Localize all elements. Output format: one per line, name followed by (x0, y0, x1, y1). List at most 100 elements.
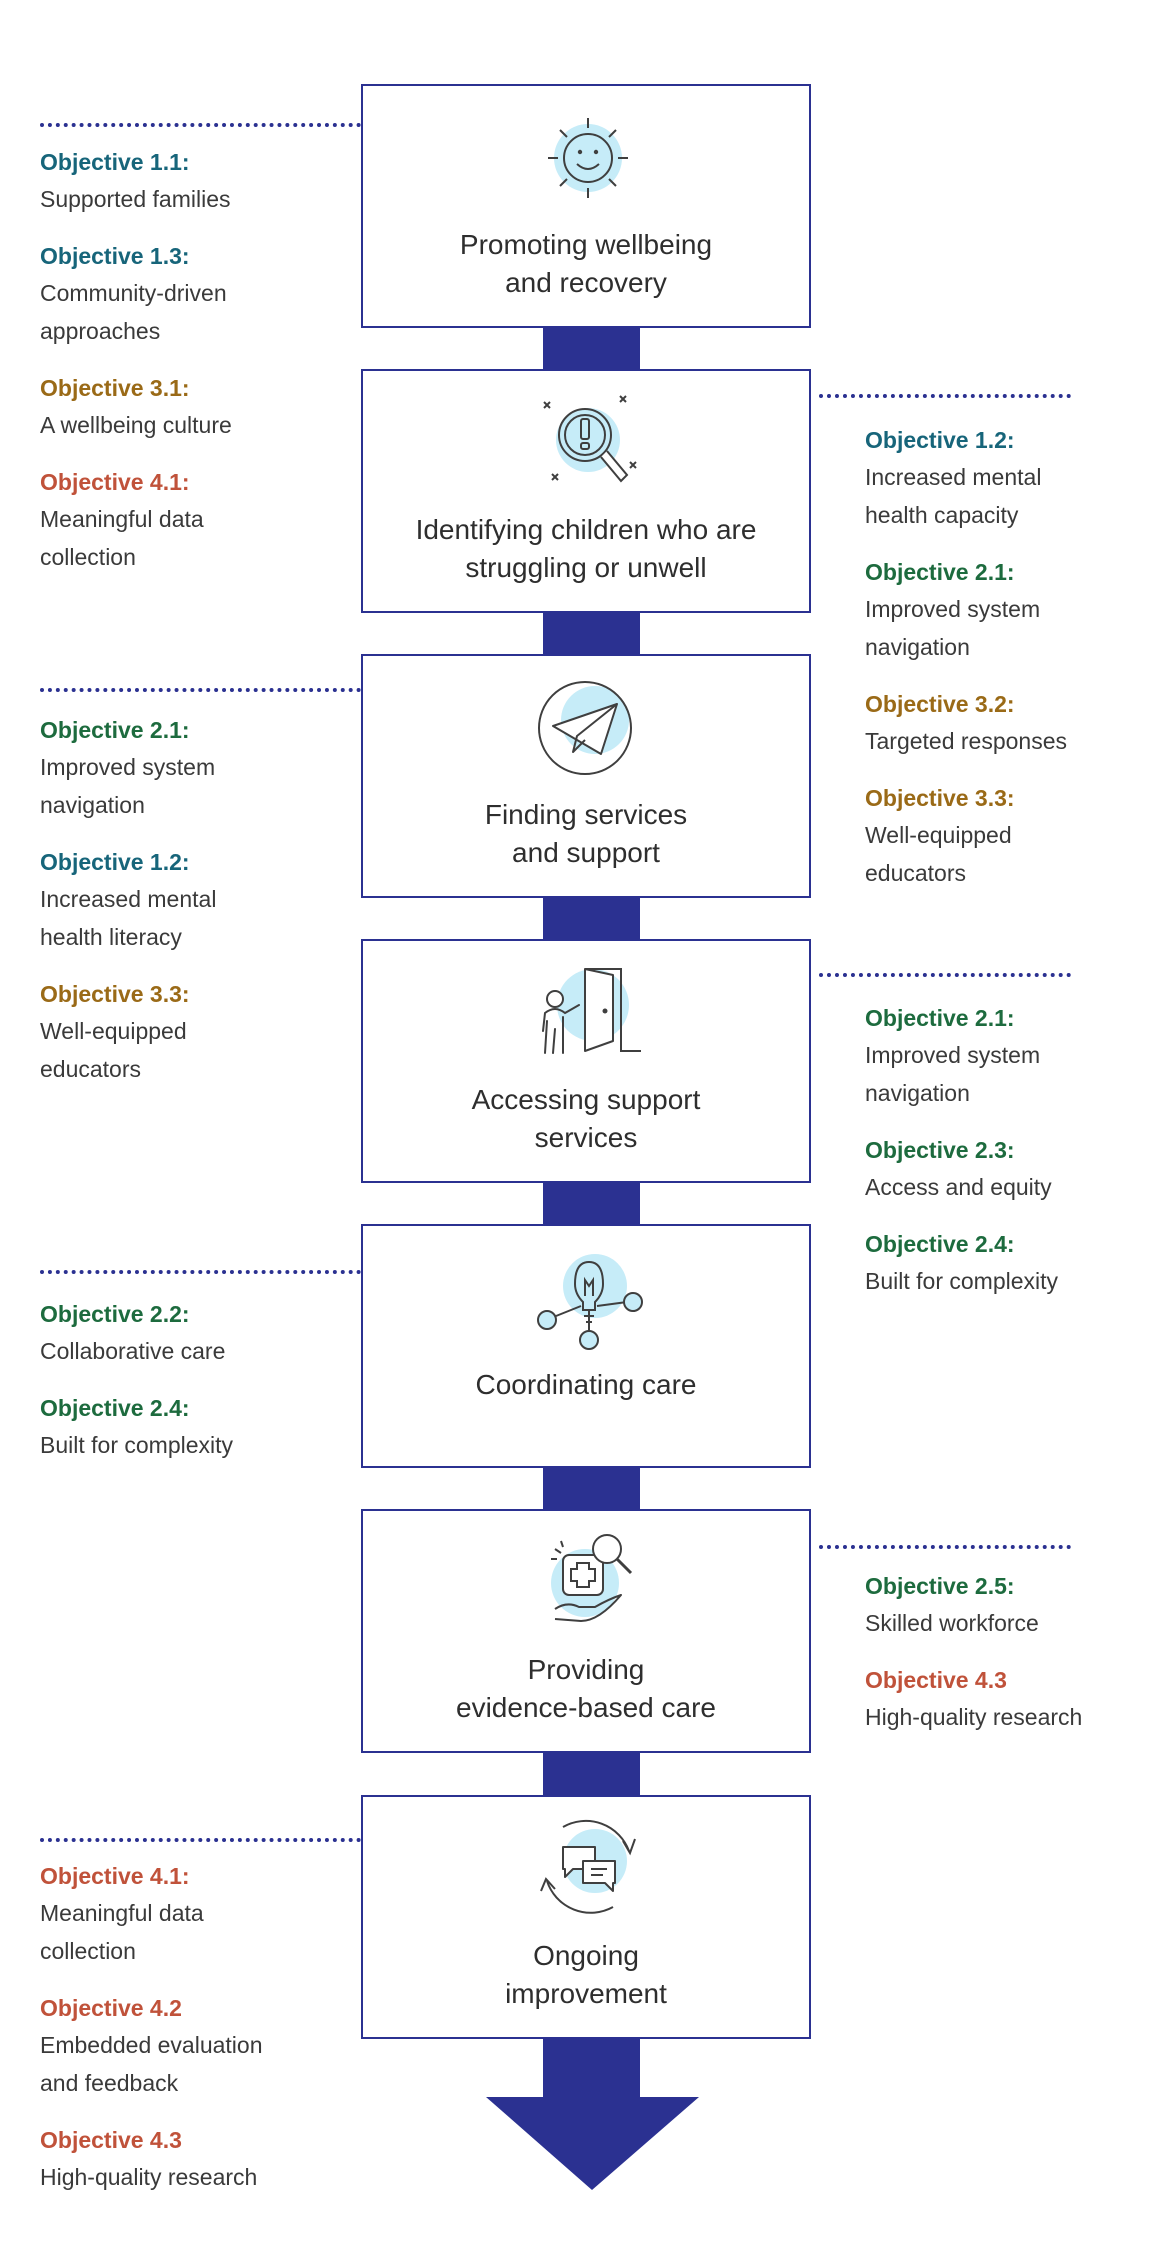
objective-item: Objective 4.1:Meaningful data collection (40, 464, 232, 576)
objective-colon: : (1006, 785, 1015, 811)
stage-title: Promoting wellbeing and recovery (459, 229, 713, 298)
objective-heading: Objective 3.1: (40, 370, 232, 406)
objective-label: Objective 3.3 (865, 785, 1007, 811)
objective-heading: Objective 3.3: (865, 780, 1067, 816)
objective-colon: : (181, 981, 190, 1007)
objective-item: Objective 1.3: Community-driven approache… (40, 238, 232, 350)
stage-title: Coordinating care (475, 1369, 697, 1400)
objective-heading: Objective 4.1: (40, 1858, 263, 1894)
objective-description: High-quality research (865, 1704, 1083, 1730)
objective-label: Objective 4.3 (865, 1667, 1007, 1693)
objective-description: Embedded evaluation and feedback (40, 2032, 263, 2096)
objective-colon: : (181, 243, 190, 269)
objective-description: Targeted responses (865, 728, 1068, 754)
objective-description: Meaningful data collection (40, 1900, 204, 1964)
objective-heading: Objective 1.1: (40, 144, 232, 180)
objective-heading: Objective 3.3: (40, 976, 216, 1012)
objective-item: Objective 2.1:Improved system navigation (865, 554, 1067, 666)
objective-heading: Objective 2.1: (40, 712, 216, 748)
dotted-connector (40, 1270, 361, 1274)
objective-item: Objective 2.1:Improved system navigation (865, 1000, 1058, 1112)
objective-description: Well-equipped educators (865, 822, 1012, 886)
stage-box: Ongoing improvement (361, 1795, 811, 2039)
objective-label: Objective 4.1 (40, 469, 182, 495)
objective-description: Increased mental health literacy (40, 886, 217, 950)
objective-label: Objective 2.1 (40, 717, 182, 743)
dotted-connector (40, 1838, 361, 1842)
objective-heading: Objective 2.2: (40, 1296, 233, 1332)
objective-colon: : (1006, 427, 1015, 453)
objective-item: Objective 2.1: Improved system navigation (40, 712, 216, 824)
dotted-connector (819, 394, 1071, 398)
objective-heading: Objective 2.1: (865, 1000, 1058, 1036)
objective-label: Objective 1.2 (40, 849, 182, 875)
objective-heading: Objective 2.4: (865, 1226, 1058, 1262)
objective-heading: Objective 1.3: (40, 238, 232, 274)
objective-item: Objective 2.4:Built for complexity (865, 1226, 1058, 1300)
objective-colon: : (181, 1301, 190, 1327)
objective-label: Objective 2.2 (40, 1301, 182, 1327)
objective-colon: : (181, 849, 190, 875)
objective-description: Access and equity (865, 1174, 1052, 1200)
stage-box: Identifying children who are struggling … (361, 369, 811, 613)
objective-description: Increased mental health capacity (865, 464, 1042, 528)
dotted-connector (40, 688, 361, 692)
objective-colon: : (181, 717, 190, 743)
stage-box: Accessing support services (361, 939, 811, 1183)
lightbulb-network-icon (533, 1240, 643, 1350)
objective-description: Skilled workforce (865, 1610, 1039, 1636)
objective-colon: : (181, 469, 190, 495)
magnifier-exclamation-icon (533, 385, 643, 495)
objective-item: Objective 1.2: Increased mental health li… (40, 844, 216, 956)
objective-heading: Objective 1.2: (865, 422, 1067, 458)
chat-cycle-icon (533, 1811, 643, 1921)
stage-box: Coordinating care (361, 1224, 811, 1468)
paper-plane-icon (533, 670, 643, 780)
objective-heading: Objective 1.2: (40, 844, 216, 880)
objective-colon: : (1006, 1231, 1015, 1257)
stage-title: Providing evidence-based care (456, 1654, 716, 1723)
objective-label: Objective 4.3 (40, 2127, 182, 2153)
objective-label: Objective 3.2 (865, 691, 1007, 717)
objective-label: Objective 3.1 (40, 375, 182, 401)
objective-item: Objective 3.2: Targeted responses (865, 686, 1067, 760)
objectives-list-right: Objective 1.2: Increased mental health ca… (865, 422, 1067, 912)
objective-description: Built for complexity (40, 1432, 234, 1458)
stage-title: Ongoing improvement (505, 1940, 667, 2009)
objectives-list-left: Objective 2.1: Improved system navigation… (40, 712, 216, 1108)
objective-colon: : (1006, 1005, 1015, 1031)
objective-label: Objective 2.4 (40, 1395, 182, 1421)
objective-colon: : (1006, 1137, 1015, 1163)
objective-item: Objective 3.3: Well-equipped educators (865, 780, 1067, 892)
objective-colon: : (181, 149, 190, 175)
objective-description: Collaborative care (40, 1338, 226, 1364)
objective-description: Well-equipped educators (40, 1018, 187, 1082)
objective-colon: : (181, 375, 190, 401)
objective-heading: Objective 4.2 (40, 1990, 263, 2026)
objective-heading: Objective 2.3: (865, 1132, 1058, 1168)
stage-title: Accessing support services (471, 1084, 701, 1153)
objective-label: Objective 2.5 (865, 1573, 1007, 1599)
objective-item: Objective 1.2: Increased mental health ca… (865, 422, 1067, 534)
objective-label: Objective 4.1 (40, 1863, 182, 1889)
objective-label: Objective 2.1 (865, 559, 1007, 585)
objective-label: Objective 1.2 (865, 427, 1007, 453)
objective-description: A wellbeing culture (40, 412, 232, 438)
objective-description: Community-driven approaches (40, 280, 227, 344)
objective-colon: : (1006, 691, 1015, 717)
stage-box: Providing evidence-based care (361, 1509, 811, 1753)
objective-item: Objective 3.1: A wellbeing culture (40, 370, 232, 444)
objective-description: Improved system navigation (40, 754, 216, 818)
objective-item: Objective 4.1: Meaningful data collection (40, 1858, 263, 1970)
objective-heading: Objective 2.4: (40, 1390, 233, 1426)
objective-heading: Objective 2.1: (865, 554, 1067, 590)
objective-colon: : (1006, 559, 1015, 585)
person-door-icon (533, 955, 643, 1065)
